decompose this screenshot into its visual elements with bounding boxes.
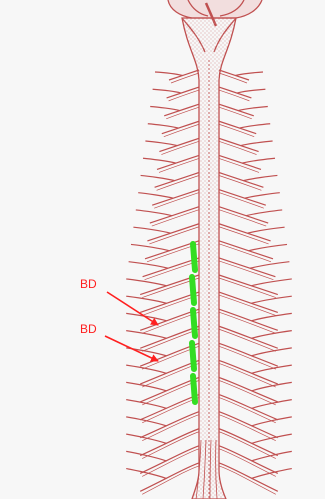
highlight-segment [192, 277, 194, 303]
highlight-segment [193, 310, 195, 336]
highlighted-segments [192, 244, 195, 402]
highlight-segment [193, 376, 195, 402]
annotation-label-upper: BD [80, 277, 97, 291]
annotation-label-lower: BD [80, 322, 97, 336]
highlight-segment [193, 244, 195, 270]
highlight-segment [192, 343, 194, 369]
